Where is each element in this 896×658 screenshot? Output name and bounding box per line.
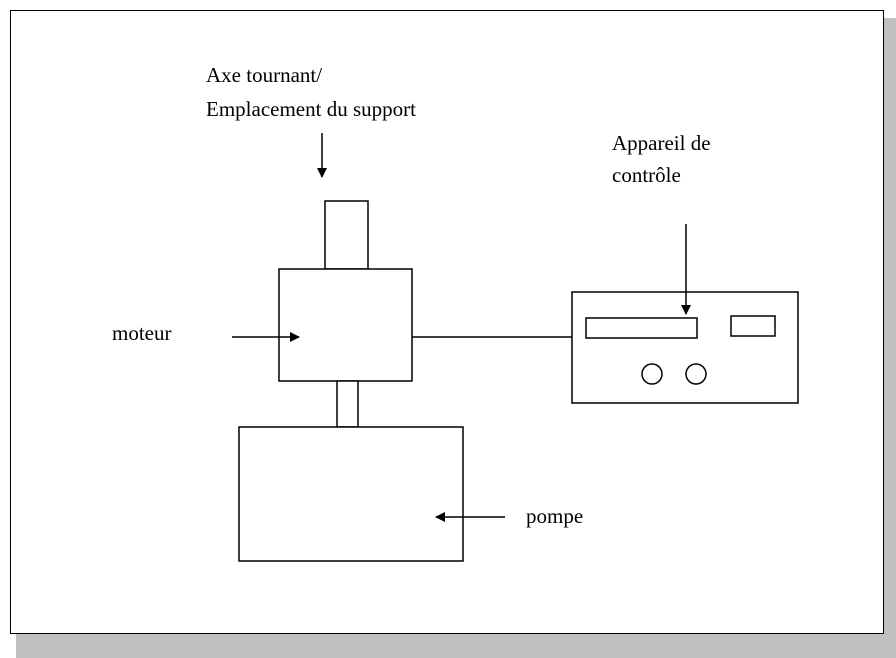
motor-box	[278, 268, 413, 382]
control-label-line1: Appareil de	[612, 131, 711, 155]
rotating-shaft	[324, 200, 369, 270]
control-small-display	[730, 315, 776, 337]
motor-label: moteur	[112, 321, 172, 345]
control-display	[585, 317, 698, 339]
control-device-box	[571, 291, 799, 404]
axis-label-line2: Emplacement du support	[206, 97, 416, 121]
pump-label: pompe	[526, 504, 584, 528]
axis-label-line1: Axe tournant/	[206, 63, 323, 87]
pump-box	[238, 426, 464, 562]
control-knob-left	[641, 363, 663, 385]
control-knob-right	[685, 363, 707, 385]
coupling	[336, 380, 359, 428]
control-label-line2: contrôle	[612, 163, 681, 187]
